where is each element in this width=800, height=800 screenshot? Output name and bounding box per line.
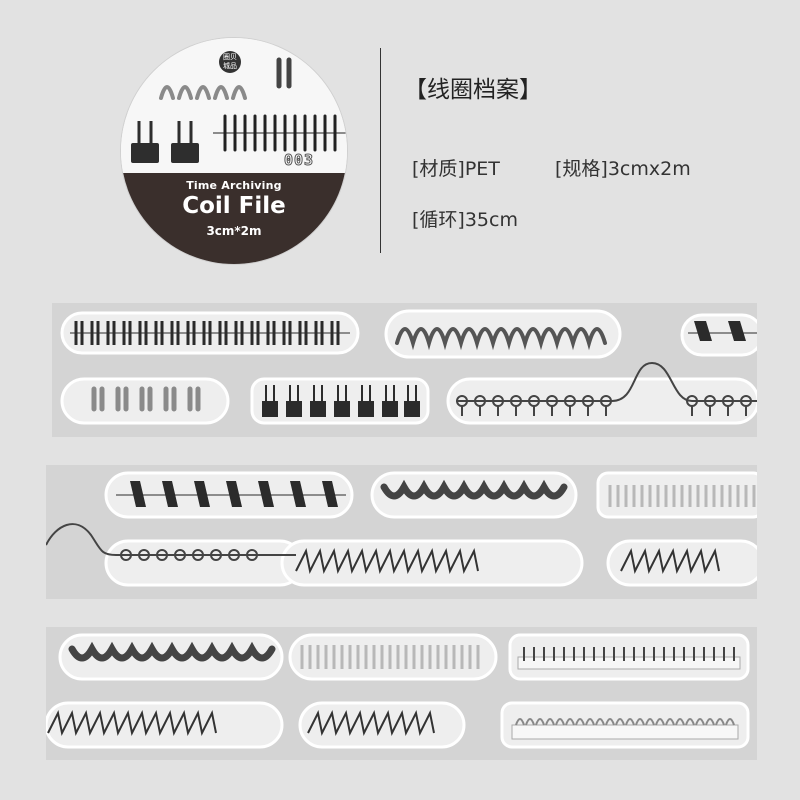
series-number: 003	[283, 151, 315, 170]
tape-strip-1	[52, 303, 764, 437]
product-badge: 圈贝城品 003 Time Archiving Coil File 3cm*2m	[121, 38, 347, 264]
cycle-spec: [循环]35cm	[412, 209, 518, 231]
badge-title: Coil File	[182, 193, 286, 219]
badge-bottom	[121, 173, 347, 264]
badge-coil-illustration	[131, 57, 347, 163]
badge-subtitle: Time Archiving	[186, 179, 282, 192]
size-spec: [规格]3cmx2m	[555, 158, 691, 180]
brand-logo: 圈贝城品	[219, 51, 241, 73]
divider-line	[380, 48, 381, 253]
badge-size: 3cm*2m	[206, 224, 262, 238]
tape-strip-2-art	[45, 471, 765, 587]
tape-strip-3-art	[44, 633, 750, 749]
material-spec: [材质]PET	[412, 158, 500, 180]
tape-strip-1-art	[60, 309, 764, 425]
product-title: 【线圈档案】	[404, 77, 542, 103]
tape-strip-3	[44, 627, 757, 760]
tape-strip-2	[45, 465, 765, 599]
